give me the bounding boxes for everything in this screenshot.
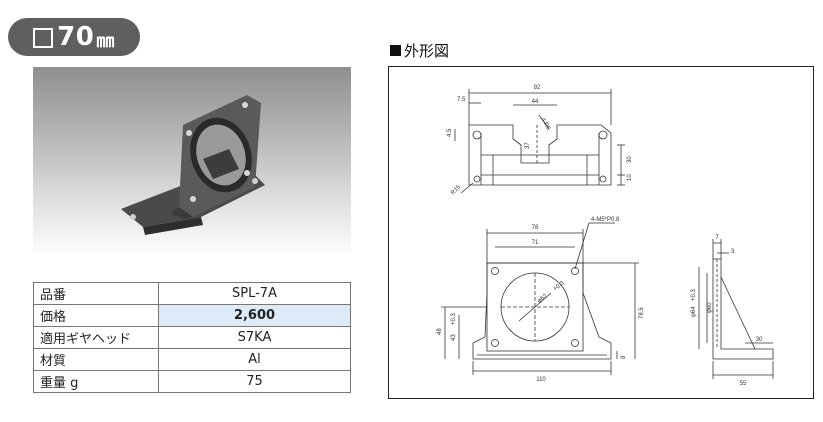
dim-front-width: 78 bbox=[532, 225, 539, 231]
dim-side-bore1-tol: +0.3 bbox=[691, 288, 697, 301]
dim-side-bore1: φ64 bbox=[691, 306, 697, 317]
table-row: 品番 SPL-7A bbox=[33, 282, 351, 305]
table-row: 適用ギヤヘッド S7KA bbox=[33, 326, 351, 349]
dim-side-foot: 30 bbox=[756, 337, 763, 343]
dim-top-left-small: 4.5 bbox=[447, 128, 453, 137]
dim-top-base: 10 bbox=[627, 174, 633, 181]
square-icon bbox=[33, 28, 54, 48]
spec-table: 品番 SPL-7A 価格 2,600 適用ギヤヘッド S7KA 材質 Al 重量… bbox=[33, 282, 351, 393]
product-photo bbox=[33, 67, 351, 257]
dim-side-thk: 3 bbox=[731, 249, 735, 255]
front-view: 78 71 4-M5*P0.8 78.5 φ62 +0.3 48 43 +0.3… bbox=[437, 217, 645, 383]
dim-front-bore-tol: +0.3 bbox=[553, 280, 567, 292]
dim-top-height: 30 bbox=[627, 156, 633, 163]
spec-label: 材質 bbox=[33, 348, 159, 371]
dim-top-slot: 44 bbox=[532, 99, 539, 105]
spec-label: 価格 bbox=[33, 304, 159, 327]
spec-value: 75 bbox=[158, 370, 351, 393]
spec-label: 品番 bbox=[33, 282, 159, 305]
size-badge: 70 ㎜ bbox=[8, 18, 140, 56]
dim-side-bore2: φ60 bbox=[707, 302, 713, 313]
spec-value: Al bbox=[158, 348, 351, 371]
square-bullet-icon bbox=[390, 45, 401, 56]
drawing-frame: 92 7.5 44 4-R6 4.5 37 30 10 R15 bbox=[388, 66, 814, 399]
spec-label: 重量 g bbox=[33, 370, 159, 393]
spec-value: S7KA bbox=[158, 326, 351, 349]
dim-front-center-tol: +0.3 bbox=[451, 312, 457, 325]
spec-label: 適用ギヤヘッド bbox=[33, 326, 159, 349]
table-row: 材質 Al bbox=[33, 348, 351, 371]
table-row: 価格 2,600 bbox=[33, 304, 351, 327]
table-row: 重量 g 75 bbox=[33, 370, 351, 393]
dim-front-inner: 71 bbox=[532, 240, 539, 246]
dim-top-left-offset: 7.5 bbox=[457, 97, 466, 103]
side-view: 7 3 φ64 +0.3 φ60 30 55 bbox=[691, 235, 774, 387]
dim-front-height: 78.5 bbox=[639, 307, 645, 319]
dim-top-width: 92 bbox=[534, 85, 541, 91]
dim-front-base-h: 8 bbox=[621, 355, 627, 359]
dim-side-depth: 55 bbox=[740, 381, 747, 387]
dim-top-slot-depth: 37 bbox=[525, 142, 531, 149]
size-unit: ㎜ bbox=[96, 30, 115, 52]
drawing-title: 外形図 bbox=[390, 40, 449, 61]
dim-front-holes: 4-M5*P0.8 bbox=[591, 217, 620, 223]
dim-side-top: 7 bbox=[715, 235, 719, 241]
drawing-title-text: 外形図 bbox=[404, 42, 450, 60]
dim-top-hole-dia: 4-R6 bbox=[539, 117, 551, 132]
dim-front-bore: φ62 bbox=[537, 293, 550, 305]
dim-top-fillet: R15 bbox=[450, 184, 462, 196]
size-value: 70 bbox=[57, 22, 95, 52]
dim-front-center: 43 bbox=[451, 334, 457, 341]
dim-front-base-w: 110 bbox=[536, 377, 546, 383]
bracket-illustration bbox=[121, 95, 265, 235]
technical-drawing: 92 7.5 44 4-R6 4.5 37 30 10 R15 bbox=[437, 85, 774, 387]
price-value: 2,600 bbox=[158, 304, 351, 327]
top-view: 92 7.5 44 4-R6 4.5 37 30 10 R15 bbox=[447, 85, 633, 196]
spec-value: SPL-7A bbox=[158, 282, 351, 305]
dim-front-axis: 48 bbox=[437, 328, 443, 335]
